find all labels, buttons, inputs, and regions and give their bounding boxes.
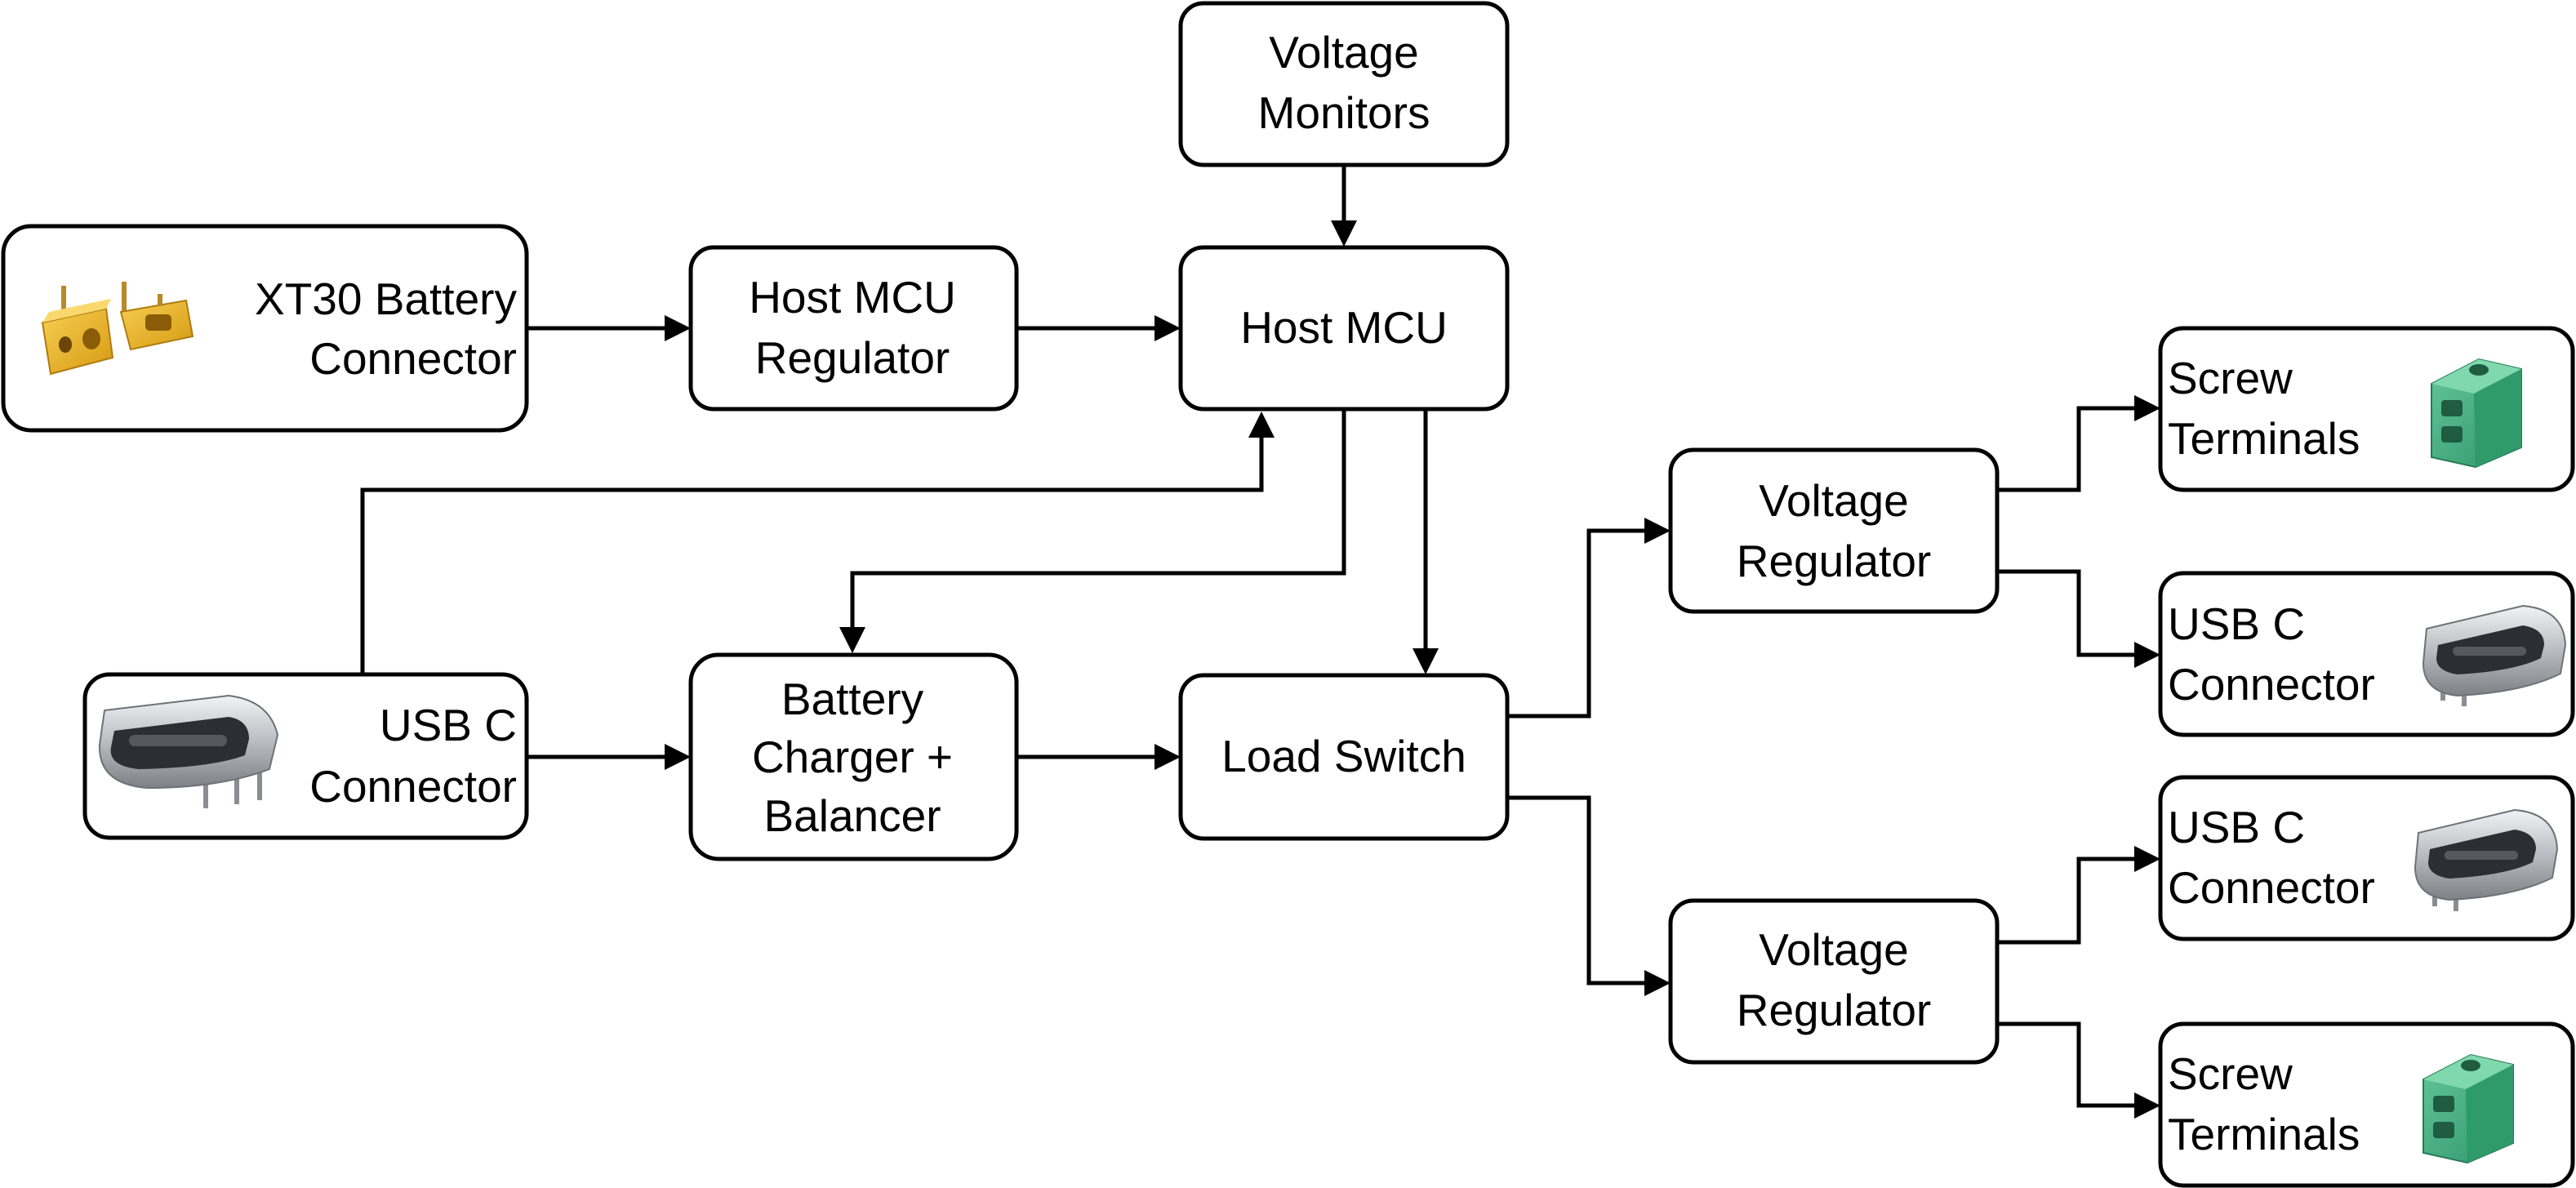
node-voltage-monitors: Voltage Monitors [1178,1,1510,167]
screw-terminal-icon [2431,358,2522,469]
node-label-line: Host MCU [749,272,956,323]
node-label-line: Host MCU [1240,302,1448,353]
node-label-line: USB C [2168,598,2305,649]
arrowhead [1248,412,1275,438]
node-screw-terminals-bottom: Screw Terminals [2158,1021,2575,1188]
edge-vreg-bottom-to-usb [1998,857,2141,945]
node-battery-charger-balancer: Battery Charger + Balancer [688,652,1019,861]
node-label-line: Charger + [752,732,953,782]
node-voltage-regulator-bottom: Voltage Regulator [1668,898,2000,1065]
arrowhead [665,315,691,341]
node-label-line: Terminals [2168,413,2360,464]
usb-c-connector-icon [2422,604,2567,706]
arrowhead [1413,648,1439,674]
node-label-line: Connector [2168,659,2375,710]
node-label-line: Screw [2168,353,2293,403]
arrowhead [1644,970,1671,996]
arrowhead [2134,642,2160,668]
arrowhead [1155,315,1181,341]
node-usb-c-connector-input: USB C Connector [82,672,529,840]
node-usb-c-connector-top: USB C Connector [2158,571,2575,737]
arrowhead [1644,518,1671,544]
node-label-line: USB C [2168,802,2305,852]
edge-loadswitch-to-vreg-top [1509,528,1651,719]
node-host-mcu-regulator: Host MCU Regulator [688,245,1019,412]
node-label-line: USB C [380,700,517,750]
edge-mcu-to-charger [850,410,1346,634]
edges [360,165,2160,1119]
edge-usb-to-mcu [360,431,1264,674]
node-label-line: Battery [781,674,924,724]
node-label-line: Terminals [2168,1109,2360,1159]
node-label-line: Connector [309,333,517,384]
node-usb-c-connector-bottom: USB C Connector [2158,775,2575,941]
arrowhead [2134,395,2160,421]
node-label-line: Monitors [1258,87,1430,138]
usb-c-connector-icon [2414,808,2559,911]
node-label-line: Regulator [1737,536,1931,586]
usb-c-connector-icon [98,694,279,808]
edge-vreg-bottom-to-screw [1998,1021,2141,1108]
node-voltage-regulator-top: Voltage Regulator [1668,447,2000,614]
node-label-line: Connector [2168,862,2375,913]
node-label-line: Balancer [763,790,941,841]
edge-loadswitch-to-vreg-bottom [1509,795,1651,986]
node-label-line: Screw [2168,1048,2293,1099]
node-label-line: Voltage [1759,475,1909,526]
node-label-line: Connector [309,761,517,812]
node-host-mcu: Host MCU [1178,245,1510,412]
node-load-switch: Load Switch [1178,673,1510,841]
arrowhead [2134,846,2160,872]
node-label-line: XT30 Battery [255,274,517,324]
screw-terminal-icon [2423,1053,2514,1164]
edge-vreg-top-to-usb [1998,569,2141,657]
node-label-line: Voltage [1269,27,1419,78]
node-label-line: Load Switch [1221,731,1466,781]
edge-vreg-top-to-screw [1998,406,2141,492]
node-screw-terminals-top: Screw Terminals [2158,326,2575,492]
node-label-line: Regulator [755,332,950,383]
node-xt30-battery-connector: XT30 Battery Connector [1,224,529,433]
xt30-connector-icon [41,282,194,376]
node-label-line: Regulator [1737,985,1931,1035]
arrowhead [2134,1092,2160,1119]
arrowhead [1155,744,1181,770]
arrowhead [839,627,865,653]
arrowhead [1331,220,1357,247]
arrowhead [665,744,691,770]
node-label-line: Voltage [1759,924,1909,975]
